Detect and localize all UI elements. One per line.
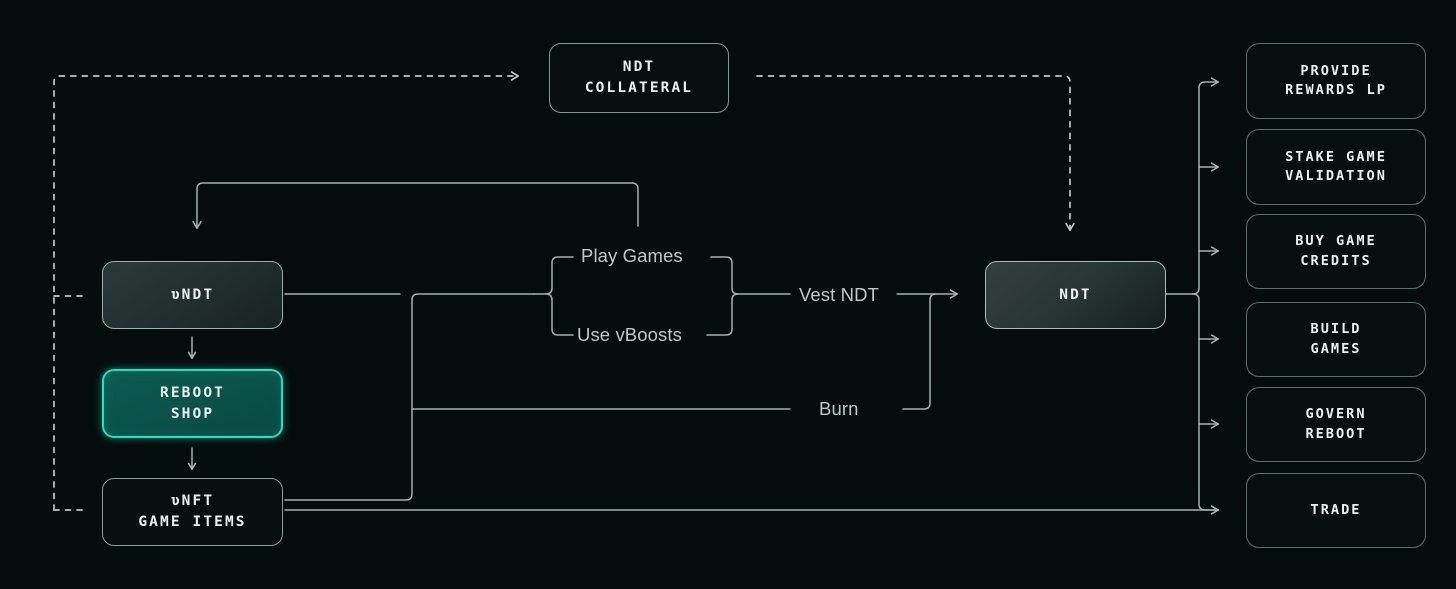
label-use-vboosts: Use vBoosts [577, 324, 682, 345]
node-ndt-collateral[interactable]: NDT COLLATERAL [549, 43, 729, 113]
wire-feedback-to-vndt [192, 182, 639, 229]
node-reboot-shop[interactable]: REBOOT SHOP [102, 369, 283, 438]
wire-vnft-riser [284, 293, 535, 501]
outcome-stake-game-validation[interactable]: STAKE GAME VALIDATION [1246, 129, 1426, 205]
outcome-label: TRADE [1310, 501, 1362, 518]
label-burn: Burn [819, 398, 859, 419]
outcome-label: BUILD GAMES [1310, 321, 1362, 357]
wire-burn-riser [902, 293, 937, 410]
node-vnft-game-items-label: ʋNFT GAME ITEMS [138, 493, 247, 530]
node-ndt-collateral-label: NDT COLLATERAL [584, 59, 694, 96]
node-vndt-label: ʋNDT [170, 286, 215, 303]
node-reboot-shop-label: REBOOT SHOP [160, 384, 225, 422]
label-play-games: Play Games [581, 245, 683, 266]
node-ndt-label: NDT [1059, 286, 1092, 303]
node-vnft-game-items[interactable]: ʋNFT GAME ITEMS [102, 478, 283, 546]
node-vndt[interactable]: ʋNDT [102, 261, 283, 329]
label-vest-ndt: Vest NDT [799, 284, 879, 305]
wire-trunk-down [1192, 293, 1219, 515]
wire-collateral-loop [53, 71, 520, 511]
outcome-label: GOVERN REBOOT [1305, 406, 1367, 442]
outcome-buy-game-credits[interactable]: BUY GAME CREDITS [1246, 214, 1426, 289]
wire-brace-right-upper [710, 256, 739, 295]
wire-collateral-to-ndt [756, 75, 1075, 232]
outcome-build-games[interactable]: BUILD GAMES [1246, 302, 1426, 377]
outcome-label: PROVIDE REWARDS LP [1285, 62, 1387, 98]
outcome-trade[interactable]: TRADE [1246, 473, 1426, 548]
outcome-govern-reboot[interactable]: GOVERN REBOOT [1246, 387, 1426, 462]
wire-brace-left-upper [545, 256, 574, 295]
node-ndt[interactable]: NDT [985, 261, 1166, 329]
outcome-provide-rewards-lp[interactable]: PROVIDE REWARDS LP [1246, 43, 1426, 119]
wire-trunk-up [1192, 77, 1219, 295]
wire-brace-left-lower [545, 293, 574, 336]
wire-brace-right-lower [706, 293, 739, 336]
outcome-label: BUY GAME CREDITS [1295, 233, 1377, 269]
outcome-label: STAKE GAME VALIDATION [1285, 148, 1387, 184]
